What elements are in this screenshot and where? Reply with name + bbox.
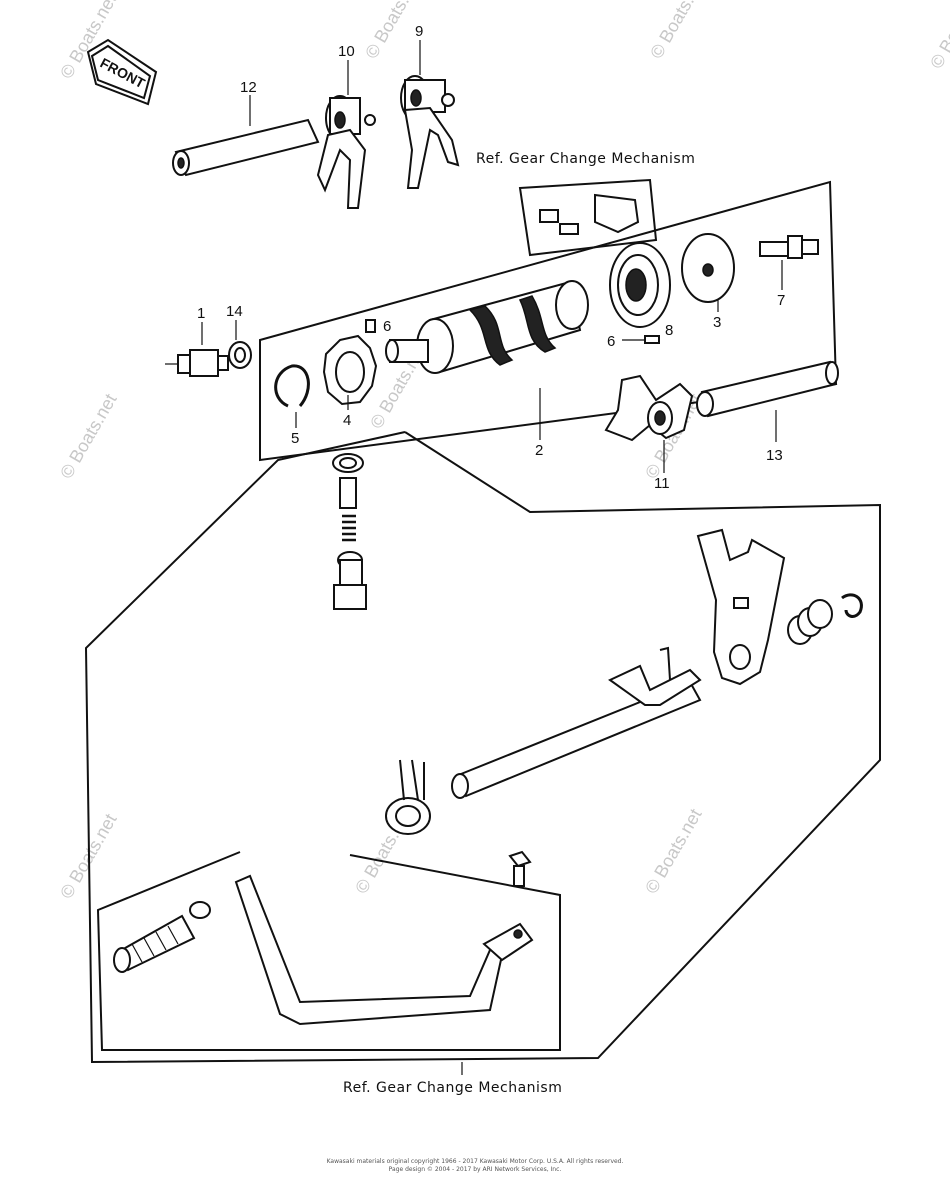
torsion-spring: [385, 759, 431, 835]
screw-7: [759, 235, 819, 259]
copyright-footer: Kawasaki materials original copyright 19…: [0, 1158, 950, 1174]
copyright-line-1: Kawasaki materials original copyright 19…: [326, 1158, 624, 1165]
ref-box-top: [518, 178, 658, 257]
bearing-8: [609, 242, 671, 328]
shift-rod-12: [172, 118, 320, 177]
watermark: © Boats.net: [56, 390, 120, 482]
callout-12: 12: [240, 79, 257, 96]
washer-14: [228, 341, 252, 369]
pedal-bolt: [508, 850, 532, 887]
callout-1: 1: [197, 305, 205, 322]
copyright-line-2: Page design © 2004 - 2017 by ARI Network…: [388, 1166, 562, 1173]
neutral-switch-1: [165, 349, 229, 377]
callout-4: 4: [343, 412, 351, 429]
callout-8: 8: [665, 322, 673, 339]
callout-14: 14: [226, 303, 243, 320]
pin-6-top: [365, 319, 376, 333]
return-spring: [787, 593, 863, 645]
cam-plate-3: [681, 233, 735, 303]
callout-9: 9: [415, 23, 423, 40]
detent-plug-assembly: [332, 453, 367, 610]
shift-fork-10: [316, 95, 376, 209]
shift-fork-9: [400, 75, 460, 189]
shift-pedal: [113, 874, 534, 1026]
callout-13: 13: [766, 447, 783, 464]
callout-6b: 6: [607, 333, 615, 350]
callout-2: 2: [535, 442, 543, 459]
reference-bottom: Ref. Gear Change Mechanism: [343, 1080, 562, 1096]
pedal-outline: [96, 851, 561, 1051]
callout-10: 10: [338, 43, 355, 60]
reference-top: Ref. Gear Change Mechanism: [476, 151, 695, 167]
circlip-5: [274, 364, 310, 408]
watermark: © Boats.net: [646, 0, 710, 62]
shift-drum-2: [385, 280, 589, 374]
front-arrow: FRONT: [86, 38, 158, 106]
watermark: © Boats.net: [641, 805, 705, 897]
shift-arm-plate: [696, 528, 786, 686]
shift-rod-13: [696, 360, 839, 418]
callout-11: 11: [654, 475, 670, 492]
star-plate-4: [322, 334, 378, 406]
callout-5: 5: [291, 430, 299, 447]
shift-fork-11: [604, 374, 694, 442]
mechanism-outline: [84, 431, 881, 1064]
callout-6a: 6: [383, 318, 391, 335]
pin-6-lower: [644, 335, 660, 344]
shift-shaft: [451, 646, 702, 799]
callout-7: 7: [777, 292, 785, 309]
callout-3: 3: [713, 314, 721, 331]
watermark: © Boats.net: [926, 0, 950, 72]
